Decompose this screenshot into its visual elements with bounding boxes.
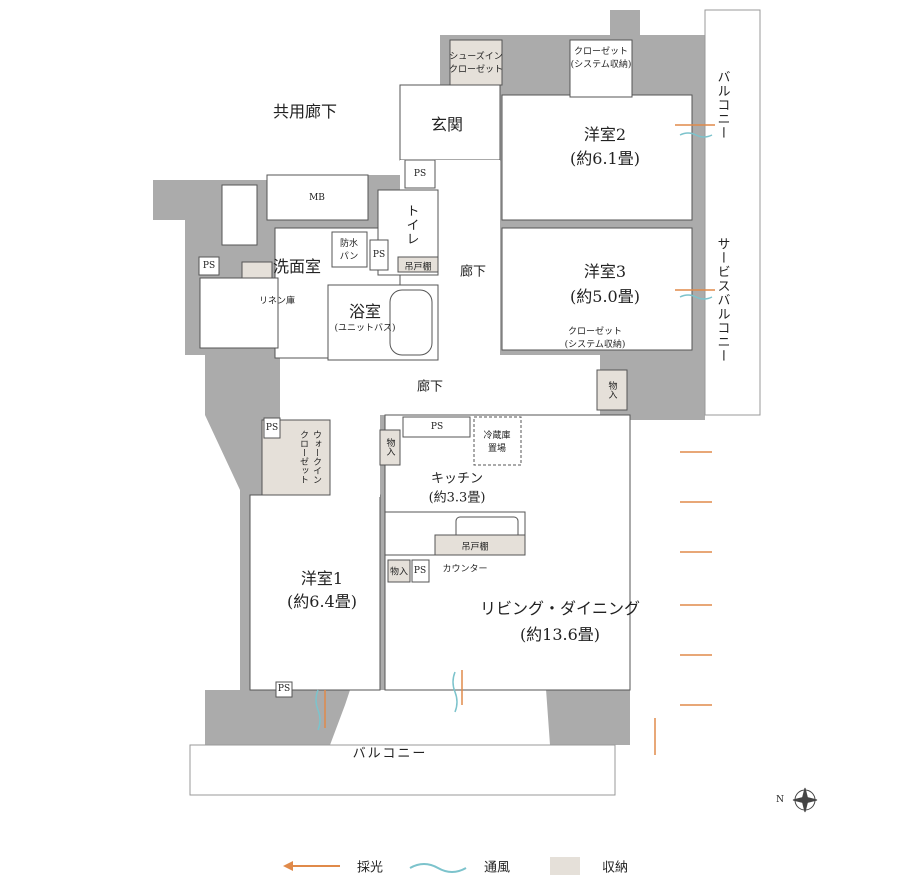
legend-light: 採光 bbox=[356, 860, 384, 875]
mb-box bbox=[266, 174, 369, 221]
living-size: (約13.6畳) bbox=[519, 625, 601, 644]
western1-name: 洋室1 bbox=[300, 569, 344, 588]
ps-box bbox=[411, 559, 430, 583]
western2-size: (約6.1畳) bbox=[570, 149, 640, 168]
ps-label: PS bbox=[202, 261, 216, 271]
hall-lower-label: 廊下 bbox=[416, 379, 444, 395]
kitchen-name: キッチン bbox=[430, 471, 484, 487]
fridge-label: 冷蔵庫 置場 bbox=[483, 431, 511, 454]
hall-upper-label: 廊下 bbox=[459, 264, 487, 280]
ps-box bbox=[198, 256, 220, 276]
hanging-shelf-toilet-label: 吊戸棚 bbox=[404, 262, 432, 273]
laundry-area bbox=[199, 277, 279, 349]
western2-name: 洋室2 bbox=[583, 125, 627, 144]
legend-wind: 通風 bbox=[483, 860, 511, 875]
balcony-right bbox=[704, 9, 761, 416]
toilet-label: トイレ bbox=[403, 204, 419, 246]
counter-label: カウンター bbox=[442, 564, 488, 575]
storage-kitchen-lower bbox=[387, 559, 411, 583]
bath-sub: (ユニットバス) bbox=[334, 323, 396, 334]
hanging-shelf-kitchen bbox=[434, 534, 526, 556]
balcony-bottom-label: バルコニー bbox=[352, 746, 428, 762]
light-arrows bbox=[324, 124, 715, 755]
hanging-shelf-kitchen-label: 吊戸棚 bbox=[461, 542, 489, 553]
legend-storage: 収納 bbox=[601, 860, 629, 875]
storage-kitchen bbox=[379, 429, 401, 466]
storage-label: 物入 bbox=[384, 438, 395, 456]
room-western3 bbox=[501, 227, 693, 351]
hanging-shelf-toilet bbox=[397, 256, 439, 273]
closet3-label: クローゼット (システム収納) bbox=[564, 327, 626, 350]
living-name: リビング・ダイニング bbox=[479, 599, 641, 618]
service-balcony-label: サービスバルコニー bbox=[714, 237, 730, 363]
ps-label: PS bbox=[430, 422, 444, 432]
waterproof-pan-label: 防水 パン bbox=[339, 239, 359, 262]
ps-box bbox=[404, 159, 436, 189]
room-western1 bbox=[249, 494, 381, 691]
legend bbox=[283, 857, 580, 875]
storage-label: 物入 bbox=[606, 381, 617, 399]
linen-label: リネン庫 bbox=[258, 296, 296, 307]
wind-marks bbox=[315, 132, 713, 731]
mb-label: MB bbox=[309, 193, 325, 203]
fridge-space bbox=[473, 416, 522, 466]
ps-label: PS bbox=[413, 566, 427, 576]
room-western2 bbox=[501, 94, 693, 221]
ps-label: PS bbox=[265, 423, 279, 433]
western3-name: 洋室3 bbox=[583, 262, 627, 281]
western1-size: (約6.4畳) bbox=[287, 592, 357, 611]
western3-size: (約5.0畳) bbox=[570, 287, 640, 306]
waterproof-pan bbox=[331, 231, 368, 268]
storage-label: 物入 bbox=[389, 567, 409, 578]
common-corridor-label: 共用廊下 bbox=[272, 102, 338, 121]
storage-right bbox=[596, 369, 628, 411]
bath-label: 浴室 bbox=[348, 302, 382, 321]
washroom-label: 洗面室 bbox=[272, 257, 322, 276]
closet2 bbox=[569, 39, 633, 98]
hall-lower bbox=[280, 355, 600, 415]
closet2-label: クローゼット (システム収納) bbox=[570, 47, 632, 70]
ps-label: PS bbox=[413, 169, 427, 179]
ps-box bbox=[263, 417, 281, 439]
balcony-bottom bbox=[189, 744, 616, 796]
bathtub bbox=[389, 289, 433, 356]
common-corridor-area bbox=[268, 90, 400, 175]
shoes-closet bbox=[449, 39, 503, 86]
entrance-label: 玄関 bbox=[430, 115, 464, 134]
ps-box bbox=[369, 239, 389, 271]
ps-box bbox=[275, 681, 293, 698]
kitchen-size: (約3.3畳) bbox=[428, 490, 486, 506]
walkin-closet-label: ウォークイン クローゼット bbox=[298, 430, 321, 484]
ps-box bbox=[402, 416, 471, 438]
ps-label: PS bbox=[277, 684, 291, 694]
shaft bbox=[221, 184, 258, 246]
compass-icon bbox=[792, 787, 818, 813]
ps-label: PS bbox=[372, 250, 386, 260]
balcony-right-label: バルコニー bbox=[714, 70, 730, 140]
shoes-closet-label: シューズイン クローゼット bbox=[448, 52, 504, 75]
compass-north-label: N bbox=[776, 795, 784, 805]
linen-closet bbox=[241, 261, 273, 279]
